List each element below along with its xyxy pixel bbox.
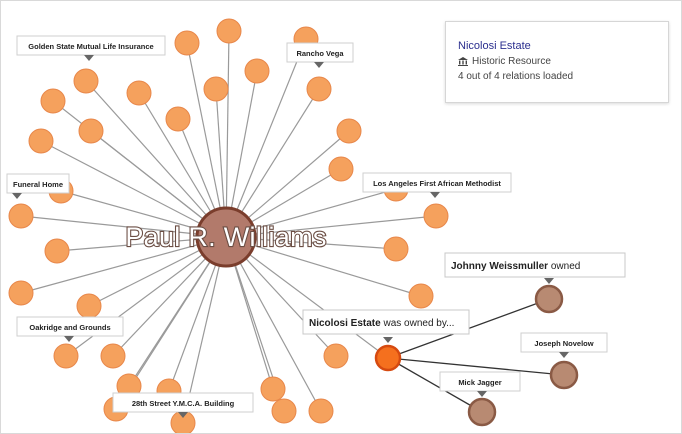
graph-edge — [20, 215, 227, 238]
graph-node[interactable] — [44, 238, 70, 264]
node-label: 28th Street Y.M.C.A. Building — [132, 399, 235, 408]
graph-edge — [52, 100, 227, 238]
graph-edge — [225, 236, 389, 359]
relation-node[interactable] — [534, 284, 564, 314]
graph-edge — [85, 80, 227, 238]
node-label: Los Angeles First African Methodist — [373, 179, 501, 188]
node-label: Joseph Novelow — [534, 339, 593, 348]
graph-node[interactable] — [126, 80, 152, 106]
graph-node[interactable] — [244, 58, 270, 84]
graph-edge — [225, 236, 322, 412]
graph-edge — [20, 236, 227, 294]
graph-node[interactable] — [328, 156, 354, 182]
node-label: Golden State Mutual Life Insurance — [28, 42, 153, 51]
graph-node[interactable] — [408, 283, 434, 309]
info-panel: Nicolosi Estate Historic Resource 4 out … — [445, 21, 669, 103]
node-label-pointer — [477, 391, 487, 397]
tooltip-johnny-text: Johnny Weissmuller owned — [451, 261, 580, 272]
graph-node[interactable] — [28, 128, 54, 154]
center-node-label: Paul R. Williams — [125, 222, 326, 252]
node-label: Oakridge and Grounds — [29, 323, 110, 332]
tooltip-nicolosi-text: Nicolosi Estate was owned by... — [309, 318, 454, 329]
info-panel-title[interactable]: Nicolosi Estate — [458, 40, 531, 52]
graph-node[interactable] — [78, 118, 104, 144]
graph-edge — [182, 236, 227, 424]
graph-node[interactable] — [76, 293, 102, 319]
node-label: Rancho Vega — [296, 49, 344, 58]
graph-node[interactable] — [8, 203, 34, 229]
selected-node[interactable] — [374, 344, 402, 372]
graph-node[interactable] — [216, 18, 242, 44]
node-label: Mick Jagger — [458, 378, 501, 387]
info-panel-type: Historic Resource — [458, 56, 656, 67]
tooltip-nicolosi-box — [302, 309, 470, 335]
graph-node[interactable] — [260, 376, 286, 402]
graph-node[interactable] — [271, 398, 297, 424]
graph-node[interactable] — [8, 280, 34, 306]
node-label-pointer — [12, 193, 22, 199]
graph-edge — [225, 215, 437, 238]
graph-edge — [225, 236, 422, 297]
graph-node[interactable] — [203, 76, 229, 102]
tooltip-johnny-pointer — [544, 278, 554, 284]
relation-edge — [387, 357, 483, 413]
graph-node[interactable] — [40, 88, 66, 114]
center-node[interactable] — [195, 206, 257, 268]
graph-node[interactable] — [383, 236, 409, 262]
graph-edge — [40, 140, 227, 238]
graph-edge — [186, 42, 227, 238]
graph-edge — [225, 38, 307, 238]
graph-node[interactable] — [174, 30, 200, 56]
graph-node[interactable] — [423, 203, 449, 229]
node-label-pointer — [314, 62, 324, 68]
graph-node[interactable] — [53, 343, 79, 369]
graph-node[interactable] — [308, 398, 334, 424]
tooltip-johnny-box — [444, 252, 626, 278]
node-label: Funeral Home — [13, 180, 63, 189]
node-label-box[interactable] — [6, 173, 70, 194]
node-label-pointer — [559, 352, 569, 358]
bank-icon — [458, 57, 468, 66]
info-panel-status: 4 out of 4 relations loaded — [458, 71, 574, 82]
info-panel-type-label: Historic Resource — [472, 56, 551, 67]
node-label-pointer — [430, 192, 440, 198]
graph-node[interactable] — [323, 343, 349, 369]
node-label-pointer — [84, 55, 94, 61]
graph-node[interactable] — [165, 106, 191, 132]
graph-node[interactable] — [336, 118, 362, 144]
graph-node[interactable] — [100, 343, 126, 369]
relation-node[interactable] — [467, 397, 497, 427]
graph-edge — [225, 30, 230, 238]
graph-node[interactable] — [306, 76, 332, 102]
relation-edge — [387, 357, 565, 376]
relation-node[interactable] — [549, 360, 579, 390]
node-label-pointer — [64, 336, 74, 342]
graph-node[interactable] — [73, 68, 99, 94]
tooltip-nicolosi-pointer — [383, 337, 393, 343]
node-label-pointer — [178, 412, 188, 418]
